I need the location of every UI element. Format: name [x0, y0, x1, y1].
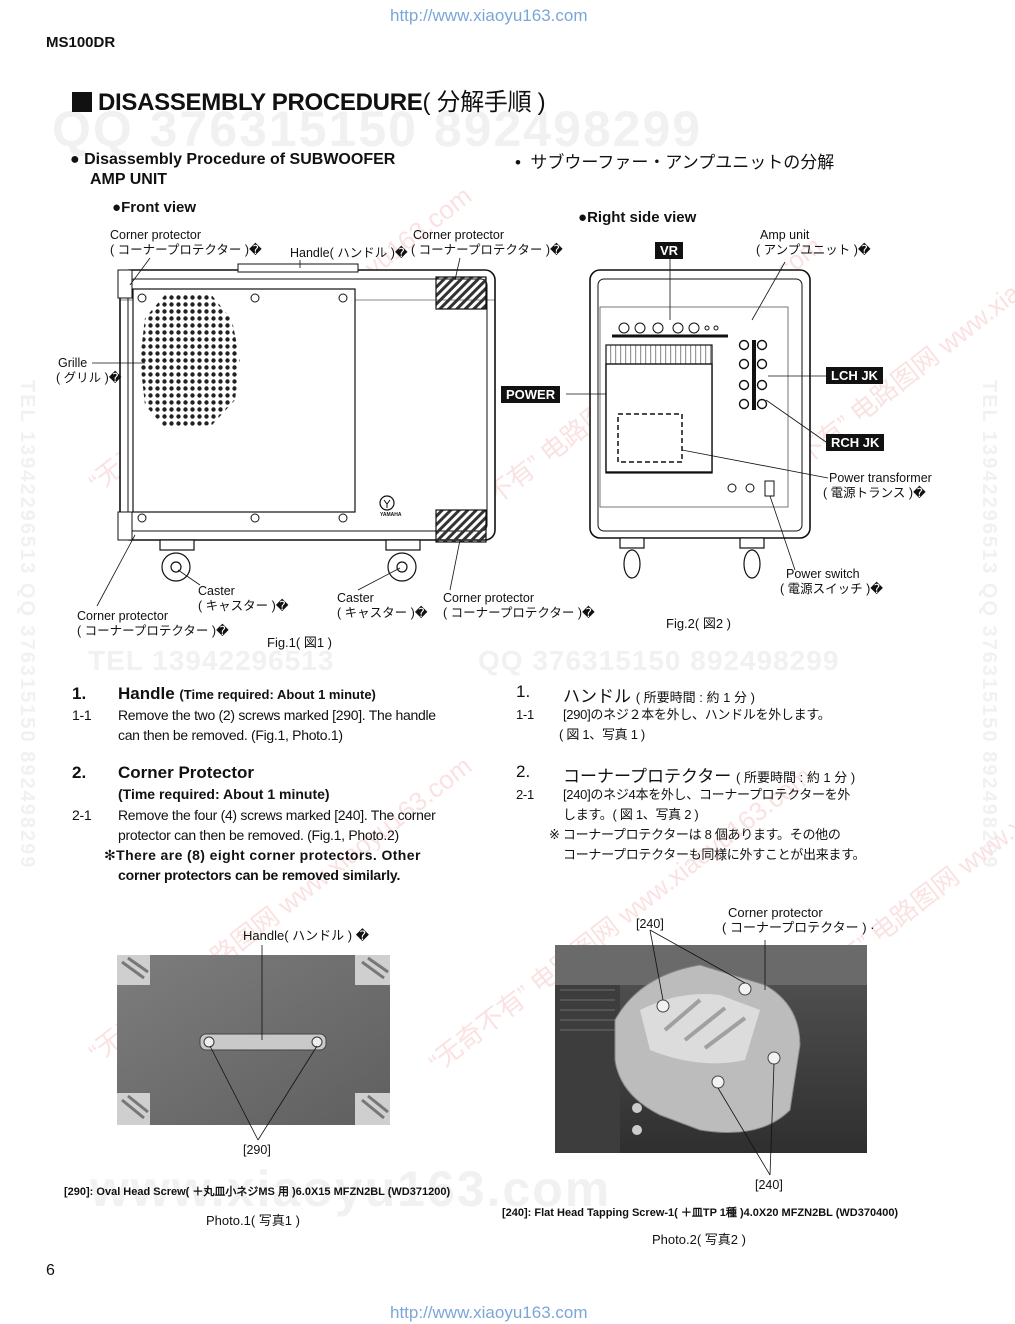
section-title-en-line1: Disassembly Procedure of SUBWOOFER — [84, 151, 396, 168]
photo-2-caption: Photo.2( 写真2 ) — [652, 1232, 746, 1247]
label-handle: Handle( ハンドル )� — [290, 246, 408, 260]
page-number: 6 — [46, 1262, 55, 1279]
watermark-tel: TEL 13942296513 — [88, 645, 335, 676]
tag-vr: VR — [655, 242, 684, 259]
step-2-1-jp: 2-1 [240]のネジ4本を外し、コーナープロテクターを外 します。( 図 1… — [516, 787, 851, 822]
section-title-en-line2: AMP UNIT — [90, 171, 168, 188]
step-2-note-en: ✻There are (8) eight corner protectors. … — [104, 847, 421, 883]
section-title-en: ● Disassembly Procedure of SUBWOOFER AMP… — [70, 150, 395, 190]
watermark-qq: QQ 376315150 892498299 — [52, 101, 703, 157]
section-jp-bullet-icon: • — [515, 153, 521, 172]
photo-2-label-240-bottom: [240] — [755, 1178, 783, 1192]
label-corner-protector-top-right: Corner protector( コーナープロテクター )� — [411, 228, 563, 257]
step-1-jp: 1. ハンドル ( 所要時間 : 約 1 分 ) — [516, 682, 755, 706]
step-1-1-en: 1-1 Remove the two (2) screws marked [29… — [72, 707, 436, 743]
page-title: DISASSEMBLY PROCEDURE( 分解手順 ) — [72, 82, 546, 117]
right-view-title: ●Right side view — [578, 209, 697, 226]
section-title-jp-text: サブウーファー・アンプユニットの分解 — [530, 153, 835, 172]
photo-2-part-spec: [240]: Flat Head Tapping Screw-1( ＋皿TP 1… — [502, 1207, 899, 1219]
step-2-title: Corner Protector — [118, 763, 255, 782]
page-title-en: DISASSEMBLY PROCEDURE — [98, 89, 423, 116]
label-grille: Grille( グリル )� — [56, 356, 122, 385]
model-number: MS100DR — [46, 34, 116, 51]
page-title-jp: ( 分解手順 ) — [422, 89, 546, 116]
photo-1-caption: Photo.1( 写真1 ) — [206, 1213, 300, 1228]
label-corner-protector-bottom-right: Corner protector( コーナープロテクター )� — [443, 591, 595, 620]
watermark-qq-2: QQ 376315150 892498299 — [478, 645, 840, 676]
photo-2-label-240-top: [240] — [636, 917, 664, 931]
label-caster-left: Caster( キャスター )� — [198, 584, 289, 613]
step-2-note-jp: ※ コーナープロテクターは 8 個あります。その他の コーナープロテクターも同様… — [549, 827, 866, 862]
label-power-switch: Power switch( 電源スイッチ )� — [780, 567, 884, 596]
label-power-transformer: Power transformer( 電源トランス )� — [823, 471, 932, 500]
photo-2-label-corner-protector: Corner protector( コーナープロテクター ) · — [722, 905, 875, 935]
label-caster-right: Caster( キャスター )� — [337, 591, 428, 620]
step-2-time: (Time required: About 1 minute) — [118, 786, 330, 802]
photo-1-part-spec: [290]: Oval Head Screw( ＋丸皿小ネジMS 用 )6.0X… — [64, 1186, 451, 1198]
header-url[interactable]: http://www.xiaoyu163.com — [390, 6, 588, 25]
section-bullet-icon: ● — [70, 151, 80, 168]
watermark-side-right: TEL 13942296513 QQ 376315150 892498299 — [978, 380, 1000, 870]
step-2-num: 2. — [72, 763, 87, 782]
step-2-en: 2. Corner Protector — [72, 763, 254, 783]
label-corner-protector-top-left: Corner protector( コーナープロテクター )� — [110, 228, 262, 257]
photo-1-label-handle: Handle( ハンドル ) � — [243, 928, 370, 943]
fig-2-caption: Fig.2( 図2 ) — [666, 616, 732, 631]
front-view-title-text: Front view — [121, 199, 197, 216]
tag-rch-jk: RCH JK — [826, 434, 885, 451]
step-2-1-en: 2-1 Remove the four (4) screws marked [2… — [72, 807, 436, 843]
watermark-site: www.xiaoyu163.com — [90, 1161, 612, 1217]
photo-1-label-290: [290] — [243, 1143, 271, 1157]
step-2-jp: 2. コーナープロテクター ( 所要時間 : 約 1 分 ) — [516, 762, 856, 786]
title-square-bullet — [72, 92, 92, 112]
watermark-diag-1: “无奇不有” 电路图网 www.xiaoyu163.com — [83, 180, 478, 498]
step-1-num: 1. — [72, 684, 87, 703]
label-amp-unit: Amp unit( アンプユニット )� — [756, 228, 871, 257]
front-view-title: ●Front view — [112, 199, 197, 216]
footer-url[interactable]: http://www.xiaoyu163.com — [390, 1303, 588, 1322]
label-corner-protector-bottom-left: Corner protector( コーナープロテクター )� — [77, 609, 229, 638]
section-title-jp: • サブウーファー・アンプユニットの分解 — [515, 148, 834, 173]
tag-power: POWER — [501, 386, 561, 403]
yamaha-logo-text: YAMAHA — [380, 512, 402, 518]
watermark-side-left: TEL 13942296513 QQ 376315150 892498299 — [16, 380, 38, 870]
step-1-en: 1. Handle (Time required: About 1 minute… — [72, 684, 376, 704]
step-1-title: Handle (Time required: About 1 minute) — [118, 684, 376, 703]
fig-1-caption: Fig.1( 図1 ) — [267, 635, 333, 650]
step-1-1-jp: 1-1 [290]のネジ２本を外し、ハンドルを外します。 ( 図 1、写真 1 … — [516, 707, 831, 742]
right-view-title-text: Right side view — [587, 209, 697, 226]
tag-lch-jk: LCH JK — [826, 367, 883, 384]
